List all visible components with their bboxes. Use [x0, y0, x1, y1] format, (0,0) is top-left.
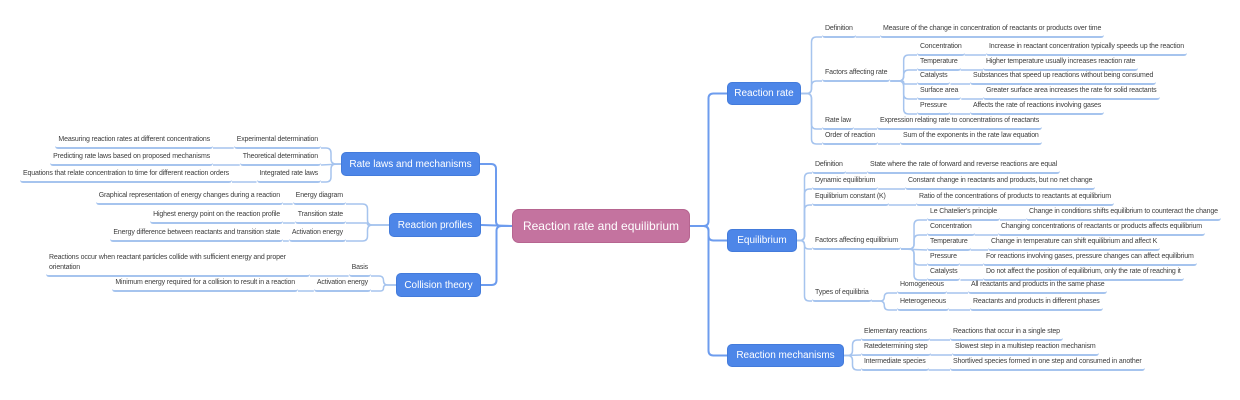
mindmap-node-label[interactable]: Theoretical determination [239, 152, 321, 166]
mindmap-node-label[interactable]: Elementary reactions [861, 327, 930, 341]
mindmap-node-label[interactable]: Temperature [917, 57, 961, 71]
mindmap-node-label[interactable]: Activation energy [288, 228, 346, 242]
mindmap-node-desc[interactable]: Predicting rate laws based on proposed m… [50, 152, 213, 166]
mindmap-node-desc[interactable]: Graphical representation of energy chang… [95, 191, 283, 205]
mindmap-node-desc[interactable]: Shortlived species formed in one step an… [950, 357, 1145, 371]
mindmap-node-label[interactable]: Rate law [822, 116, 855, 130]
mindmap-node-desc[interactable]: Equations that relate concentration to t… [19, 169, 232, 183]
branch-collision-theory[interactable]: Collision theory [396, 273, 481, 297]
mindmap-node-desc[interactable]: Highest energy point on the reaction pro… [150, 210, 283, 224]
mindmap-node-desc[interactable]: All reactants and products in the same p… [968, 280, 1108, 294]
mindmap-node-label[interactable]: Activation energy [313, 278, 371, 292]
mindmap-node-label[interactable]: Transition state [294, 210, 346, 224]
branch-rate-laws-and-mechanisms[interactable]: Rate laws and mechanisms [341, 152, 480, 176]
mindmap-node-label[interactable]: Catalysts [917, 71, 951, 85]
mindmap-node-desc[interactable]: Affects the rate of reactions involving … [970, 101, 1105, 115]
mindmap-node-label[interactable]: Pressure [917, 101, 950, 115]
mindmap-node-label[interactable]: Integrated rate laws [256, 169, 321, 183]
mindmap-node-label[interactable]: Temperature [927, 237, 971, 251]
mindmap-node-label[interactable]: Concentration [927, 222, 975, 236]
mindmap-node-label[interactable]: Definition [822, 24, 856, 38]
mindmap-node-label[interactable]: Heterogeneous [897, 297, 949, 311]
mindmap-node-desc[interactable]: Reactions that occur in a single step [950, 327, 1063, 341]
mindmap-node-desc[interactable]: Higher temperature usually increases rea… [983, 57, 1139, 71]
mindmap-node-label[interactable]: Order of reaction [822, 131, 878, 145]
mindmap-node-desc[interactable]: Expression relating rate to concentratio… [877, 116, 1043, 130]
mindmap-node-desc[interactable]: Constant change in reactants and product… [905, 176, 1096, 190]
mindmap-node-desc[interactable]: Greater surface area increases the rate … [983, 86, 1160, 100]
mindmap-node-desc[interactable]: Reactants and products in different phas… [970, 297, 1103, 311]
branch-reaction-mechanisms[interactable]: Reaction mechanisms [727, 344, 844, 367]
mindmap-node-label[interactable]: Factors affecting rate [822, 68, 891, 82]
mindmap-node-desc[interactable]: Change in temperature can shift equilibr… [988, 237, 1161, 251]
mindmap-node-label[interactable]: Equilibrium constant (K) [812, 192, 889, 206]
mindmap-node-desc[interactable]: Measuring reaction rates at different co… [55, 135, 213, 149]
mindmap-node-label[interactable]: Ratedetermining step [861, 342, 931, 356]
mindmap-node-label[interactable]: Basis [348, 263, 371, 277]
mindmap-node-label[interactable]: Intermediate species [861, 357, 929, 371]
mindmap-node-desc[interactable]: State where the rate of forward and reve… [867, 160, 1061, 174]
branch-equilibrium[interactable]: Equilibrium [727, 229, 797, 252]
mindmap-node-label[interactable]: Catalysts [927, 267, 961, 281]
mindmap-node-desc[interactable]: Minimum energy required for a collision … [112, 278, 298, 292]
mindmap-node-label[interactable]: Types of equilibria [812, 288, 872, 302]
mindmap-node-label[interactable]: Energy diagram [292, 191, 346, 205]
mindmap-node-desc[interactable]: For reactions involving gases, pressure … [983, 252, 1197, 266]
mindmap-node-desc[interactable]: Sum of the exponents in the rate law equ… [900, 131, 1042, 145]
branch-reaction-profiles[interactable]: Reaction profiles [389, 213, 481, 237]
mindmap-node-desc[interactable]: Substances that speed up reactions witho… [970, 71, 1157, 85]
mindmap-node-desc[interactable]: Changing concentrations of reactants or … [998, 222, 1205, 236]
mindmap-node-desc[interactable]: Slowest step in a multistep reaction mec… [952, 342, 1099, 356]
mindmap-node-desc[interactable]: Do not affect the position of equilibriu… [983, 267, 1184, 281]
mindmap-node-label[interactable]: Definition [812, 160, 846, 174]
mindmap-node-desc[interactable]: Increase in reactant concentration typic… [986, 42, 1188, 56]
mindmap-node-label[interactable]: Pressure [927, 252, 960, 266]
mindmap-node-desc[interactable]: Change in conditions shifts equilibrium … [1026, 207, 1221, 221]
mindmap-node-label[interactable]: Le Chatelier's principle [927, 207, 1000, 221]
mindmap-node-desc[interactable]: Reactions occur when reactant particles … [46, 253, 310, 277]
mindmap-node-desc[interactable]: Measure of the change in concentration o… [880, 24, 1105, 38]
mindmap-node-label[interactable]: Factors affecting equilibrium [812, 236, 902, 250]
mindmap-node-desc[interactable]: Ratio of the concentrations of products … [916, 192, 1114, 206]
mindmap-node-label[interactable]: Surface area [917, 86, 962, 100]
mindmap-node-desc[interactable]: Energy difference between reactants and … [110, 228, 283, 242]
central-topic[interactable]: Reaction rate and equilibrium [512, 209, 690, 243]
mindmap-node-label[interactable]: Dynamic equilibrium [812, 176, 879, 190]
mindmap-node-label[interactable]: Homogeneous [897, 280, 947, 294]
mindmap-node-label[interactable]: Experimental determination [233, 135, 321, 149]
mindmap-node-label[interactable]: Concentration [917, 42, 965, 56]
branch-reaction-rate[interactable]: Reaction rate [727, 82, 801, 105]
